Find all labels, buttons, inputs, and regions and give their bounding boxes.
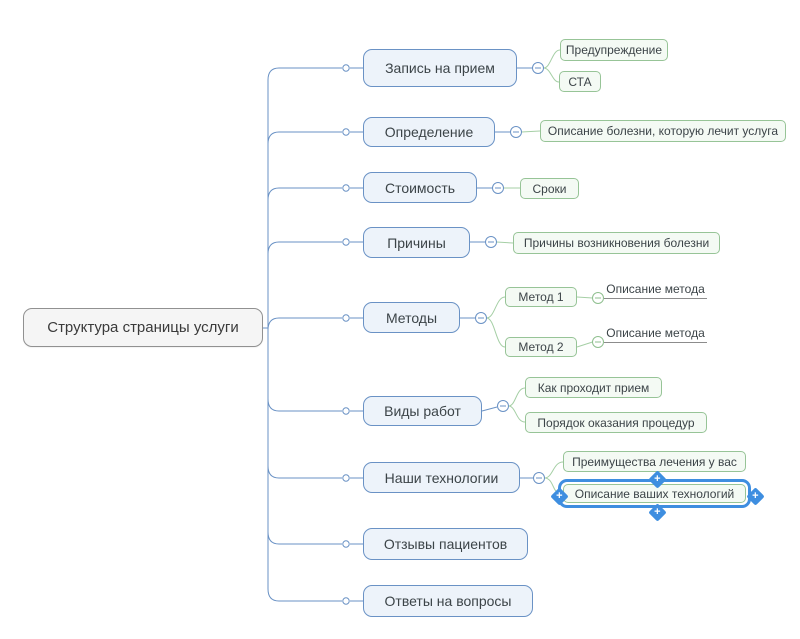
connector-dot [342, 184, 350, 192]
child-node-treatment-benefits[interactable]: Преимущества лечения у вас [563, 451, 746, 472]
collapse-icon[interactable] [510, 126, 522, 138]
branch-node-technologies[interactable]: Наши технологии [363, 462, 520, 493]
connector-line [267, 241, 342, 255]
connector-dot [342, 64, 350, 72]
connector-line [267, 588, 342, 602]
branch-node-faq[interactable]: Ответы на вопросы [363, 585, 533, 617]
connector-line [267, 187, 342, 201]
child-node-disease-causes[interactable]: Причины возникновения болезни [513, 232, 720, 254]
root-node[interactable]: Структура страницы услуги [23, 308, 263, 347]
connector-dot [342, 238, 350, 246]
connector-dot [342, 540, 350, 548]
connector-line [521, 130, 541, 133]
branch-node-cost[interactable]: Стоимость [363, 172, 477, 203]
connector-line [576, 341, 593, 348]
connector-line [496, 241, 514, 244]
collapse-icon[interactable] [592, 292, 604, 304]
connector-line [486, 317, 506, 348]
grandchild-node-method-description-2[interactable]: Описание метода [606, 326, 705, 340]
connector-line [481, 406, 498, 412]
plus-icon: + [654, 473, 661, 485]
blue-connectors [263, 67, 533, 602]
branch-node-work-types[interactable]: Виды работ [363, 396, 482, 426]
child-node-terms[interactable]: Сроки [520, 178, 579, 199]
branch-node-causes[interactable]: Причины [363, 227, 470, 258]
connector-line [486, 296, 506, 319]
connector-line [544, 461, 564, 479]
branch-node-methods[interactable]: Методы [363, 302, 460, 333]
collapse-buttons[interactable] [475, 62, 604, 484]
collapse-icon[interactable] [533, 472, 545, 484]
connector-dot [342, 314, 350, 322]
collapse-icon[interactable] [497, 400, 509, 412]
grandchild-node-method-description-1[interactable]: Описание метода [606, 282, 705, 296]
connector-line [508, 387, 526, 407]
child-node-method-2[interactable]: Метод 2 [505, 337, 577, 357]
plus-icon: + [752, 490, 759, 502]
collapse-icon[interactable] [485, 236, 497, 248]
branch-node-definition[interactable]: Определение [363, 117, 495, 147]
collapse-icon[interactable] [475, 312, 487, 324]
connector-dot [342, 597, 350, 605]
plus-icon: + [654, 506, 661, 518]
branch-node-reviews[interactable]: Отзывы пациентов [363, 528, 528, 560]
selection-outline: Описание ваших технологий + + + + [550, 470, 765, 522]
child-node-appointment-flow[interactable]: Как проходит прием [525, 377, 662, 398]
connector-line [267, 317, 342, 331]
child-node-warning[interactable]: Предупреждение [560, 39, 668, 61]
branch-node-booking[interactable]: Запись на прием [363, 49, 517, 87]
connector-line [267, 465, 342, 479]
collapse-icon[interactable] [492, 182, 504, 194]
branch-dots [342, 64, 350, 605]
collapse-icon[interactable] [592, 336, 604, 348]
connector-line [543, 49, 561, 69]
connector-dot [342, 474, 350, 482]
connector-line [508, 405, 526, 423]
child-node-disease-description[interactable]: Описание болезни, которую лечит услуга [540, 120, 786, 142]
text-node-underlines [604, 298, 707, 343]
connector-dot [342, 128, 350, 136]
connector-line [267, 398, 342, 412]
child-node-procedure-order[interactable]: Порядок оказания процедур [525, 412, 707, 433]
child-node-tech-description-selected[interactable]: Описание ваших технологий [563, 484, 746, 503]
collapse-icon[interactable] [532, 62, 544, 74]
connector-line [543, 67, 560, 83]
connector-line [267, 531, 342, 545]
child-node-cta[interactable]: СТА [559, 71, 601, 92]
child-node-method-1[interactable]: Метод 1 [505, 287, 577, 307]
connector-dot [342, 407, 350, 415]
connector-line [267, 67, 342, 81]
connector-line [576, 296, 593, 299]
plus-icon: + [556, 490, 563, 502]
connector-line [267, 131, 342, 145]
